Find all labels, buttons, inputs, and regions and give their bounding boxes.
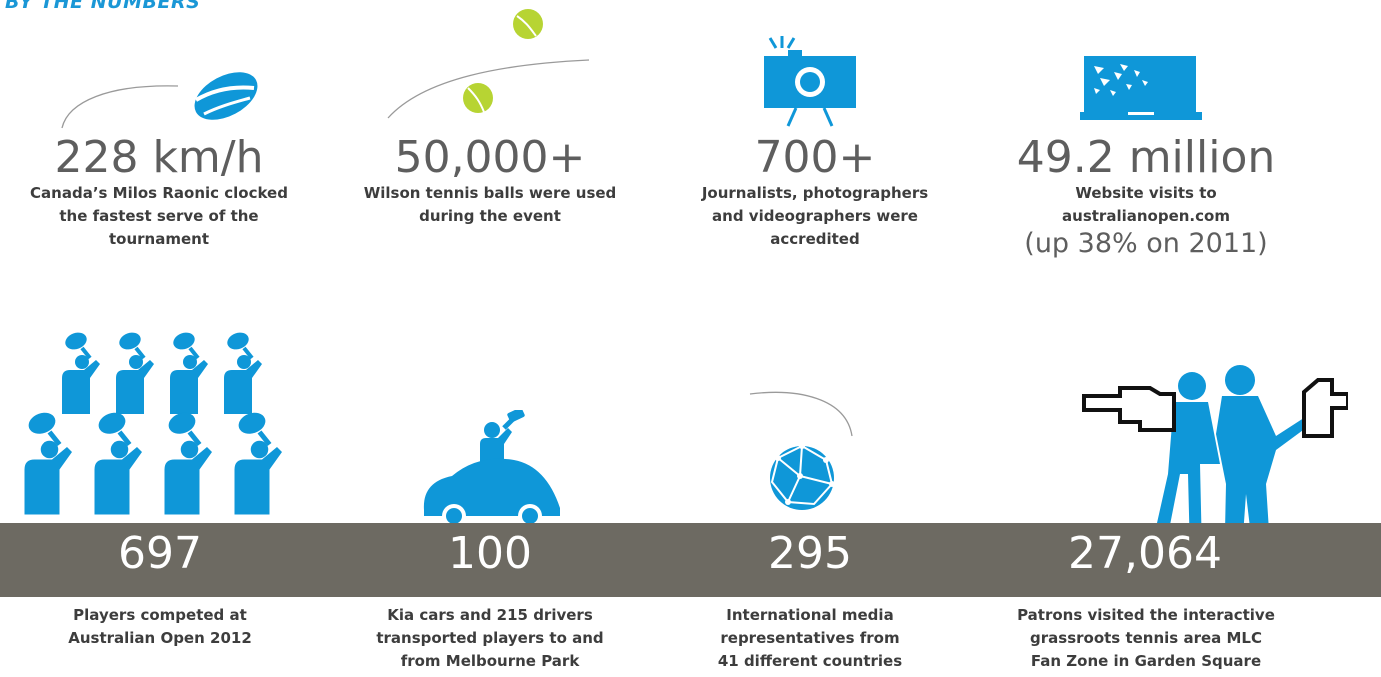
stat-desc-line: tournament: [108, 230, 209, 248]
stat-value: 700+: [754, 132, 876, 183]
stat-value-cars: 100: [448, 528, 532, 579]
stat-value-media: 295: [768, 528, 852, 579]
stat-desc-line: Kia cars and 215 drivers: [387, 606, 593, 624]
speeding-ball-icon: [58, 62, 258, 132]
stat-desc-line: International media: [726, 606, 894, 624]
stat-desc-line: the fastest serve of the: [59, 207, 259, 225]
stat-desc-line: australianopen.com: [1062, 207, 1230, 225]
stat-desc-line: Wilson tennis balls were used: [363, 184, 617, 202]
stat-value: 50,000+: [394, 132, 586, 183]
stat-website-visits: 49.2 million Website visits to australia…: [990, 134, 1302, 260]
stat-value-patrons: 27,064: [1068, 528, 1222, 579]
stat-extra: (up 38% on 2011): [1024, 228, 1268, 259]
page-title: BY THE NUMBERS: [5, 0, 201, 13]
camera-icon: [764, 36, 858, 128]
stat-desc-line: from Melbourne Park: [400, 652, 580, 670]
car-icon: [418, 410, 564, 525]
stat-journalists: 700+ Journalists, photographers and vide…: [665, 134, 965, 251]
laptop-icon: [1080, 56, 1202, 122]
stat-desc-line: and videographers were: [712, 207, 918, 225]
stat-desc-line: Canada’s Milos Raonic clocked: [30, 184, 288, 202]
stat-tennis-balls: 50,000+ Wilson tennis balls were used du…: [334, 134, 646, 228]
stat-serve-speed: 228 km/h Canada’s Milos Raonic clocked t…: [0, 134, 318, 251]
tennis-ball-icon: [384, 8, 594, 120]
stat-value-players: 697: [118, 528, 202, 579]
stat-desc-line: Website visits to: [1075, 184, 1217, 202]
players-icon: [22, 332, 312, 524]
stat-desc-line: Fan Zone in Garden Square: [1030, 652, 1262, 670]
stat-desc-line: Journalists, photographers: [701, 184, 929, 202]
stat-desc-line: Australian Open 2012: [68, 629, 252, 647]
stat-desc-line: during the event: [419, 207, 561, 225]
stat-desc-line: grassroots tennis area MLC: [1030, 629, 1262, 647]
stat-patrons: Patrons visited the interactive grassroo…: [980, 604, 1312, 673]
stat-players: Players competed at Australian Open 2012: [10, 604, 310, 650]
stat-desc-line: representatives from: [720, 629, 900, 647]
stat-desc-line: transported players to and: [376, 629, 604, 647]
stat-value: 228 km/h: [54, 132, 264, 183]
stat-value: 49.2 million: [1016, 132, 1276, 183]
stat-media: International media representatives from…: [660, 604, 960, 673]
stat-desc-line: accredited: [770, 230, 860, 248]
stat-cars: Kia cars and 215 drivers transported pla…: [340, 604, 640, 673]
globe-icon: [748, 388, 858, 513]
stat-desc-line: Players competed at: [73, 606, 247, 624]
stat-desc-line: Patrons visited the interactive: [1017, 606, 1275, 624]
stat-desc-line: 41 different countries: [717, 652, 903, 670]
stats-band: [0, 523, 1381, 597]
